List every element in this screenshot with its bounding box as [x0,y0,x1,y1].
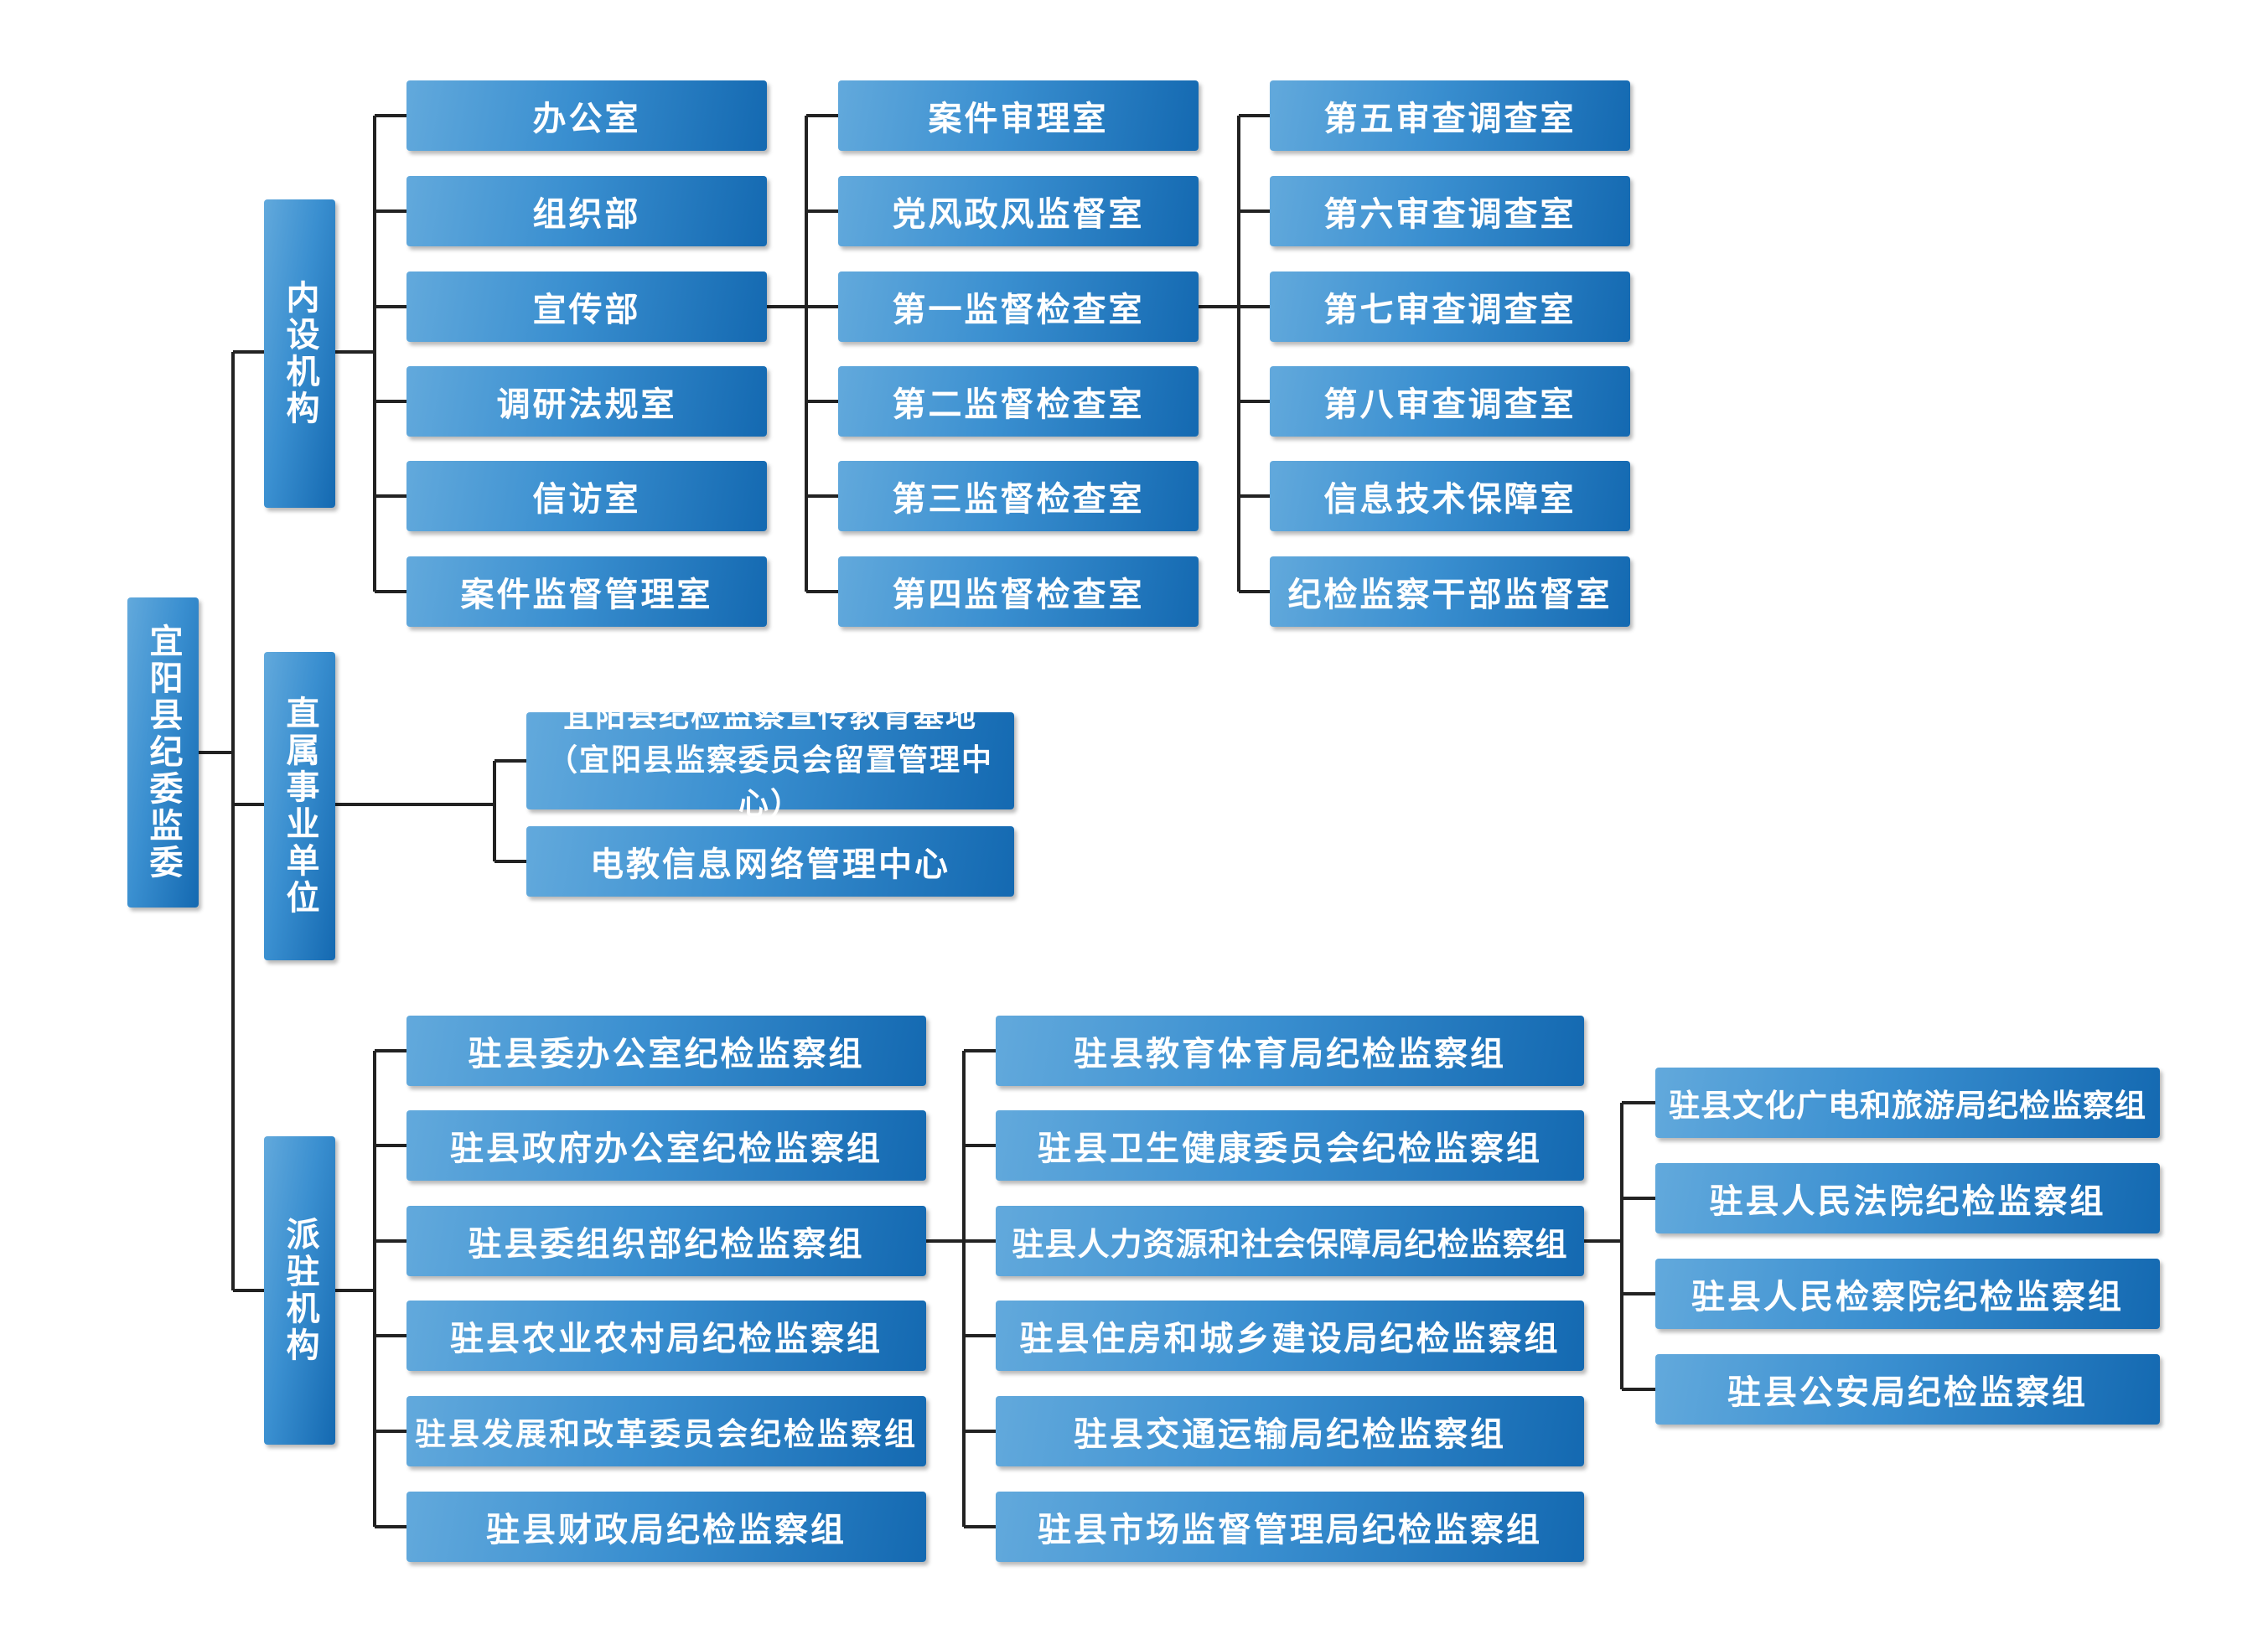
internal-col1-item: 组织部 [406,176,767,246]
group-affiliated: 直属事业单位 [264,652,335,960]
internal-col1-item: 宣传部 [406,272,767,342]
stationed-col1-item: 驻县发展和改革委员会纪检监察组 [406,1396,926,1466]
stationed-col2-item: 驻县住房和城乡建设局纪检监察组 [996,1301,1584,1371]
stationed-col1-item: 驻县财政局纪检监察组 [406,1492,926,1562]
affiliated-network-center: 电教信息网络管理中心 [526,826,1014,897]
group-stationed: 派驻机构 [264,1136,335,1445]
stationed-col3-item: 驻县人民检察院纪检监察组 [1655,1259,2160,1329]
stationed-col1-item: 驻县委组织部纪检监察组 [406,1206,926,1276]
internal-col2-item: 第一监督检查室 [838,272,1199,342]
stationed-col3-item: 驻县人民法院纪检监察组 [1655,1163,2160,1233]
internal-col2-item: 案件审理室 [838,80,1199,151]
stationed-col1-item: 驻县政府办公室纪检监察组 [406,1110,926,1181]
stationed-col2-item: 驻县卫生健康委员会纪检监察组 [996,1110,1584,1181]
internal-col1-item: 办公室 [406,80,767,151]
stationed-col1-item: 驻县委办公室纪检监察组 [406,1016,926,1086]
internal-col1-item: 信访室 [406,461,767,531]
internal-col3-item: 第七审查调查室 [1270,272,1630,342]
internal-col2-item: 第三监督检查室 [838,461,1199,531]
stationed-col3-item: 驻县公安局纪检监察组 [1655,1354,2160,1425]
group-internal: 内设机构 [264,199,335,508]
internal-col2-item: 第二监督检查室 [838,366,1199,437]
internal-col1-item: 调研法规室 [406,366,767,437]
stationed-col2-item: 驻县交通运输局纪检监察组 [996,1396,1584,1466]
internal-col1-item: 案件监督管理室 [406,556,767,627]
detention-center-name: （宜阳县监察委员会留置管理中心） [546,743,993,821]
root-node: 宜阳县纪委监委 [127,597,199,908]
internal-col3-item: 第八审查调查室 [1270,366,1630,437]
internal-col2-item: 党风政风监督室 [838,176,1199,246]
internal-col2-item: 第四监督检查室 [838,556,1199,627]
stationed-col3-item: 驻县文化广电和旅游局纪检监察组 [1655,1068,2160,1138]
stationed-col2-item: 驻县教育体育局纪检监察组 [996,1016,1584,1086]
internal-col3-item: 第六审查调查室 [1270,176,1630,246]
internal-col3-item: 第五审查调查室 [1270,80,1630,151]
stationed-col2-item: 驻县人力资源和社会保障局纪检监察组 [996,1206,1584,1276]
internal-col3-item: 信息技术保障室 [1270,461,1630,531]
stationed-col2-item: 驻县市场监督管理局纪检监察组 [996,1492,1584,1562]
stationed-col1-item: 驻县农业农村局纪检监察组 [406,1301,926,1371]
affiliated-education-base: 宜阳县纪检监察宣传教育基地 （宜阳县监察委员会留置管理中心） [526,700,1014,821]
education-base-name: 宜阳县纪检监察宣传教育基地 [562,700,977,734]
internal-col3-item: 纪检监察干部监督室 [1270,556,1630,627]
